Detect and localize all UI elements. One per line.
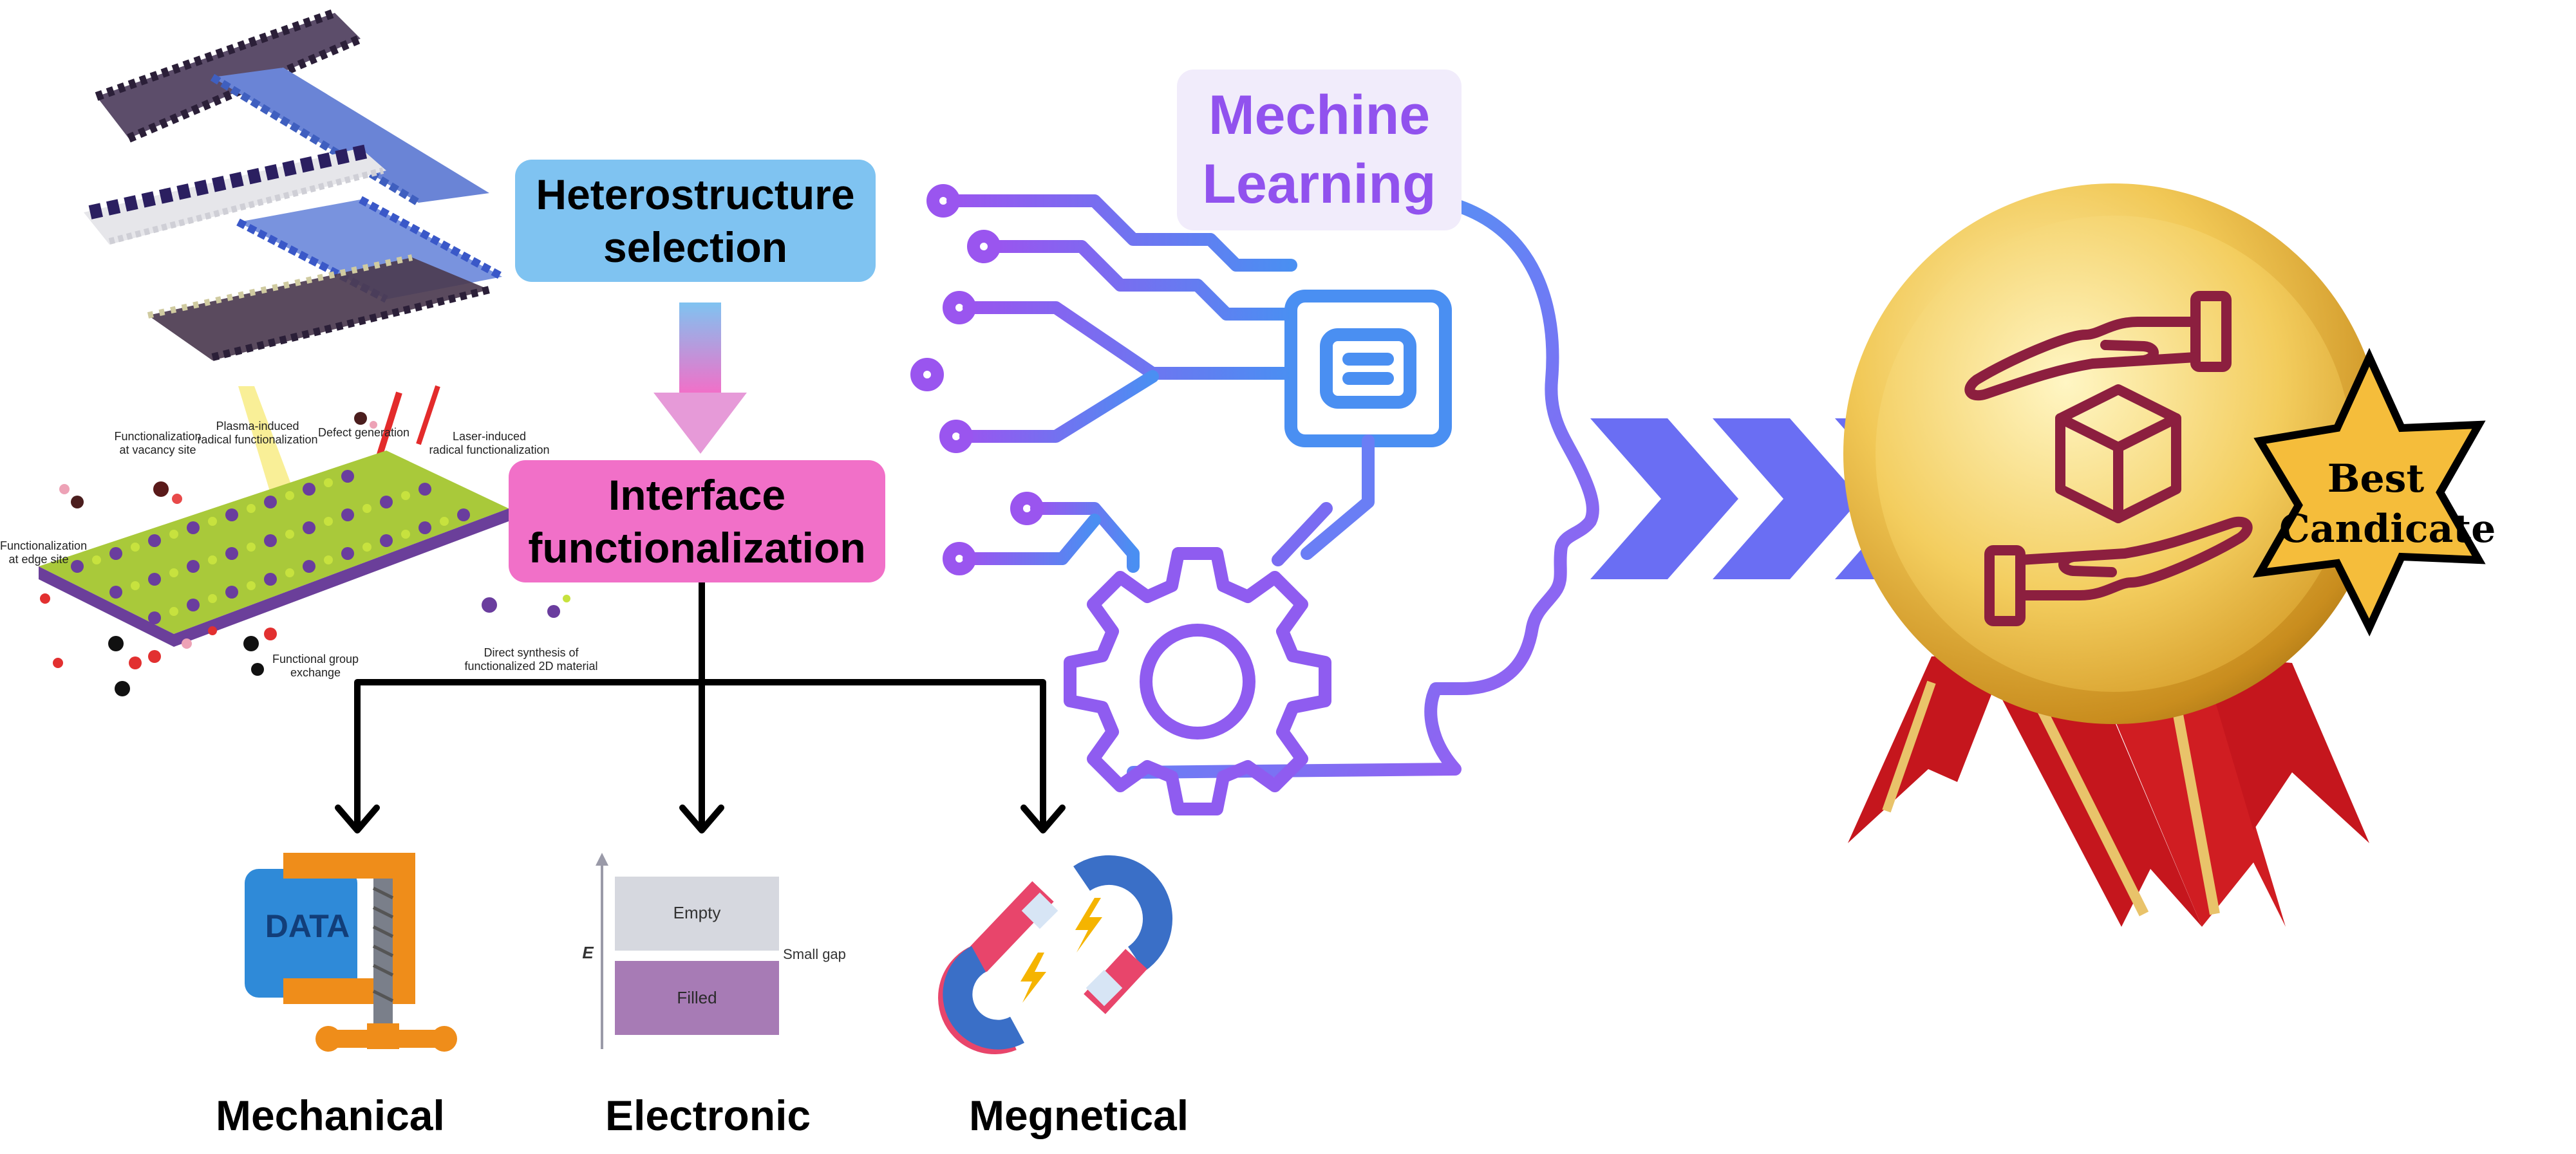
functionalized-2d-material-image xyxy=(39,385,570,696)
label-defect: Defect generation xyxy=(317,426,410,439)
mechanical-label: Mechanical xyxy=(216,1092,445,1139)
electronic-band-diagram xyxy=(596,853,779,1049)
best-line-2: Candicate xyxy=(2279,507,2496,552)
ml-line-2: Learning xyxy=(1202,153,1436,215)
magnetic-label: Megnetical xyxy=(969,1092,1189,1139)
mechanical-clamp-icon xyxy=(245,853,457,1052)
magnet-icon xyxy=(938,855,1173,1054)
interface-line-1: Interface xyxy=(608,470,786,519)
best-line-1: Best xyxy=(2327,456,2425,501)
interface-functionalization-box: Interface functionalization xyxy=(509,460,885,582)
ai-head-circuit-icon xyxy=(910,184,1599,815)
best-candidate-label: Best Candicate xyxy=(2279,454,2496,554)
hetero-line-1: Heterostructure xyxy=(536,170,855,218)
ml-line-1: Mechine xyxy=(1208,84,1431,146)
small-gap-label: Small gap xyxy=(783,946,846,962)
hetero-line-2: selection xyxy=(603,223,788,271)
heterostructure-layers-image xyxy=(84,8,504,361)
selection-to-functionalization-arrow xyxy=(653,302,747,454)
electronic-label: Electronic xyxy=(605,1092,811,1139)
filled-band-label: Filled xyxy=(677,988,717,1007)
gold-medal xyxy=(1843,183,2384,927)
machine-learning-box: Mechine Learning xyxy=(1177,70,1462,230)
energy-axis-label: E xyxy=(582,943,594,962)
empty-band-label: Empty xyxy=(673,903,721,922)
property-branch-connector xyxy=(335,579,1066,833)
heterostructure-selection-box: Heterostructure selection xyxy=(515,160,876,282)
data-label: DATA xyxy=(265,908,350,944)
best-candidate-star-badge xyxy=(2252,348,2486,637)
interface-line-2: functionalization xyxy=(528,524,866,572)
